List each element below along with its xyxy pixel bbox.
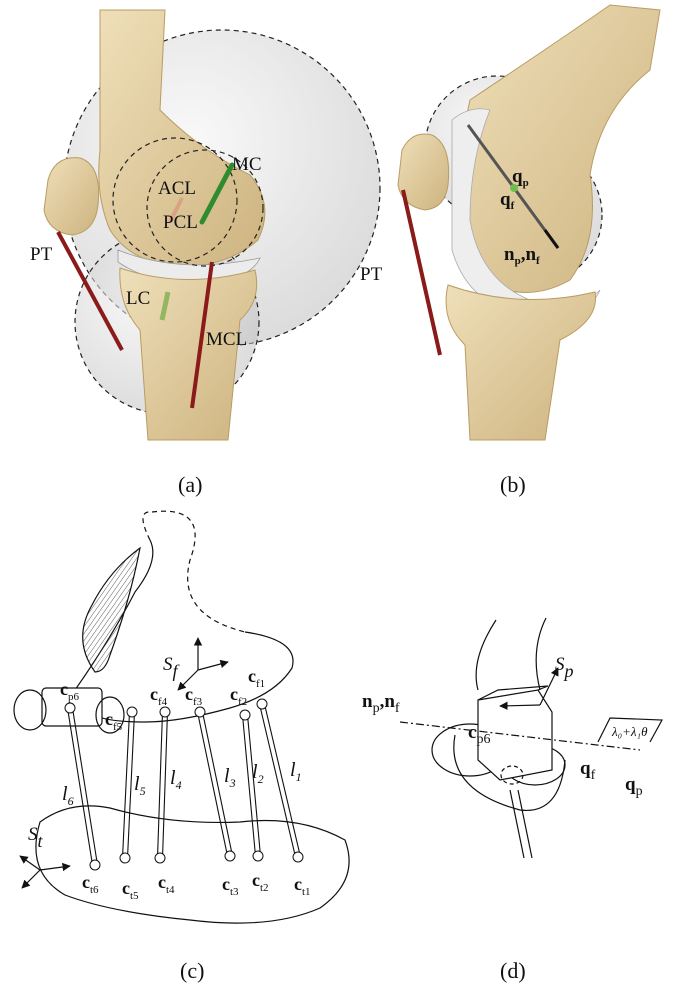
label-leg-length-2: l2 xyxy=(252,761,264,786)
label-pt: PT xyxy=(30,244,53,265)
label-n-d: np,nf xyxy=(362,691,400,716)
femoral-attachment-3 xyxy=(195,707,205,717)
label-tibial-point-4: ct4 xyxy=(158,872,175,896)
tibial-attachment-3 xyxy=(225,851,235,861)
femur-outline-d xyxy=(476,620,496,690)
label-qf-d: qf xyxy=(580,758,596,783)
femoral-attachment-6 xyxy=(65,703,75,713)
label-femoral-point-4: cf4 xyxy=(150,684,168,708)
label-pt-b: PT xyxy=(360,264,383,285)
label-qp-d: qp xyxy=(625,774,643,799)
label-leg-length-4: l4 xyxy=(170,767,182,792)
femoral-attachment-2 xyxy=(240,710,250,720)
femur-dashed-c xyxy=(143,512,152,540)
label-femoral-point-5: cf5 xyxy=(105,709,123,733)
leg-d-1 xyxy=(510,790,524,858)
label-n-b: np,nf xyxy=(504,244,540,267)
gastrocnemius-muscle xyxy=(83,548,140,672)
label-leg-length-3: l3 xyxy=(224,765,236,790)
leg-6-rail xyxy=(68,708,93,865)
frame-t-arrow-3 xyxy=(22,870,40,888)
label-tibial-point-5: ct5 xyxy=(122,878,139,902)
leg-6-rail xyxy=(73,708,98,865)
label-mc: MC xyxy=(232,154,262,175)
tibial-attachment-6 xyxy=(90,860,100,870)
caption-d: (d) xyxy=(500,958,526,983)
leg-4-rail xyxy=(163,712,168,858)
patella-bone xyxy=(44,158,99,235)
label-leg-length-1: l1 xyxy=(290,759,302,784)
leg-d-2 xyxy=(518,790,532,858)
label-lambda: λ₀+λ₁θ xyxy=(611,724,648,739)
label-mcl: MCL xyxy=(206,329,247,350)
tibia-outline-c xyxy=(36,806,349,923)
label-frame-p: Sp xyxy=(555,654,574,681)
leg-3-rail xyxy=(198,712,228,856)
label-tibial-point-2: ct2 xyxy=(252,870,269,894)
tibial-attachment-2 xyxy=(253,851,263,861)
leg-4-rail xyxy=(158,712,163,858)
frame-t-arrow-2 xyxy=(40,866,70,870)
femur-dashed-c2 xyxy=(152,511,245,632)
label-tibial-point-6: ct6 xyxy=(82,872,99,896)
label-acl: ACL xyxy=(158,178,196,199)
tibial-attachment-4 xyxy=(155,853,165,863)
femur-bone-b xyxy=(458,5,660,293)
label-leg-length-5: l5 xyxy=(134,773,146,798)
label-femoral-point-2: cf2 xyxy=(230,684,247,708)
caption-c: (c) xyxy=(180,958,204,983)
caption-b: (b) xyxy=(500,472,526,497)
label-frame-f: Sf xyxy=(163,654,181,681)
label-lc: LC xyxy=(126,288,150,309)
femur-outline-d2 xyxy=(536,618,546,690)
tibial-attachment-1 xyxy=(293,852,303,862)
panel-a: MC ACL PCL PT LC MCL (a) xyxy=(30,10,380,497)
panel-b: PT qp qf np,nf (b) xyxy=(360,5,660,497)
label-leg-length-6: l6 xyxy=(62,783,74,808)
condyle-roll-left xyxy=(14,690,46,730)
tibia-bone-b xyxy=(446,285,595,440)
femoral-attachment-5 xyxy=(127,707,137,717)
label-femoral-point-1: cf1 xyxy=(248,666,265,690)
pt-ligament-b xyxy=(403,190,440,355)
frame-f-arrow-2 xyxy=(198,662,228,670)
label-femoral-point-3: cf3 xyxy=(185,684,203,708)
label-tibial-point-1: ct1 xyxy=(294,874,311,898)
tibial-attachment-5 xyxy=(120,853,130,863)
label-pcl: PCL xyxy=(163,212,198,233)
femoral-attachment-4 xyxy=(160,707,170,717)
label-tibial-point-3: ct3 xyxy=(222,874,239,898)
femoral-attachment-1 xyxy=(257,699,267,709)
caption-a: (a) xyxy=(178,472,202,497)
